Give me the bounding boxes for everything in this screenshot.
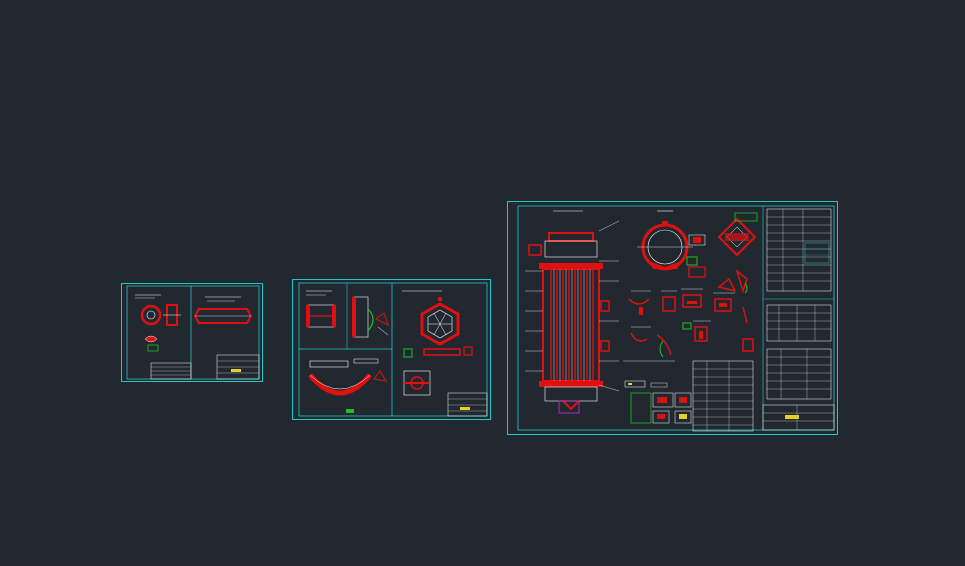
sheet-large-graphics	[507, 201, 838, 435]
drawing-sheet-large[interactable]	[507, 201, 838, 435]
drawing-sheet-medium[interactable]	[292, 279, 491, 420]
drawing-sheet-small[interactable]	[121, 283, 263, 382]
sheet-medium-graphics	[292, 279, 491, 420]
sheet-small-graphics	[121, 283, 263, 382]
